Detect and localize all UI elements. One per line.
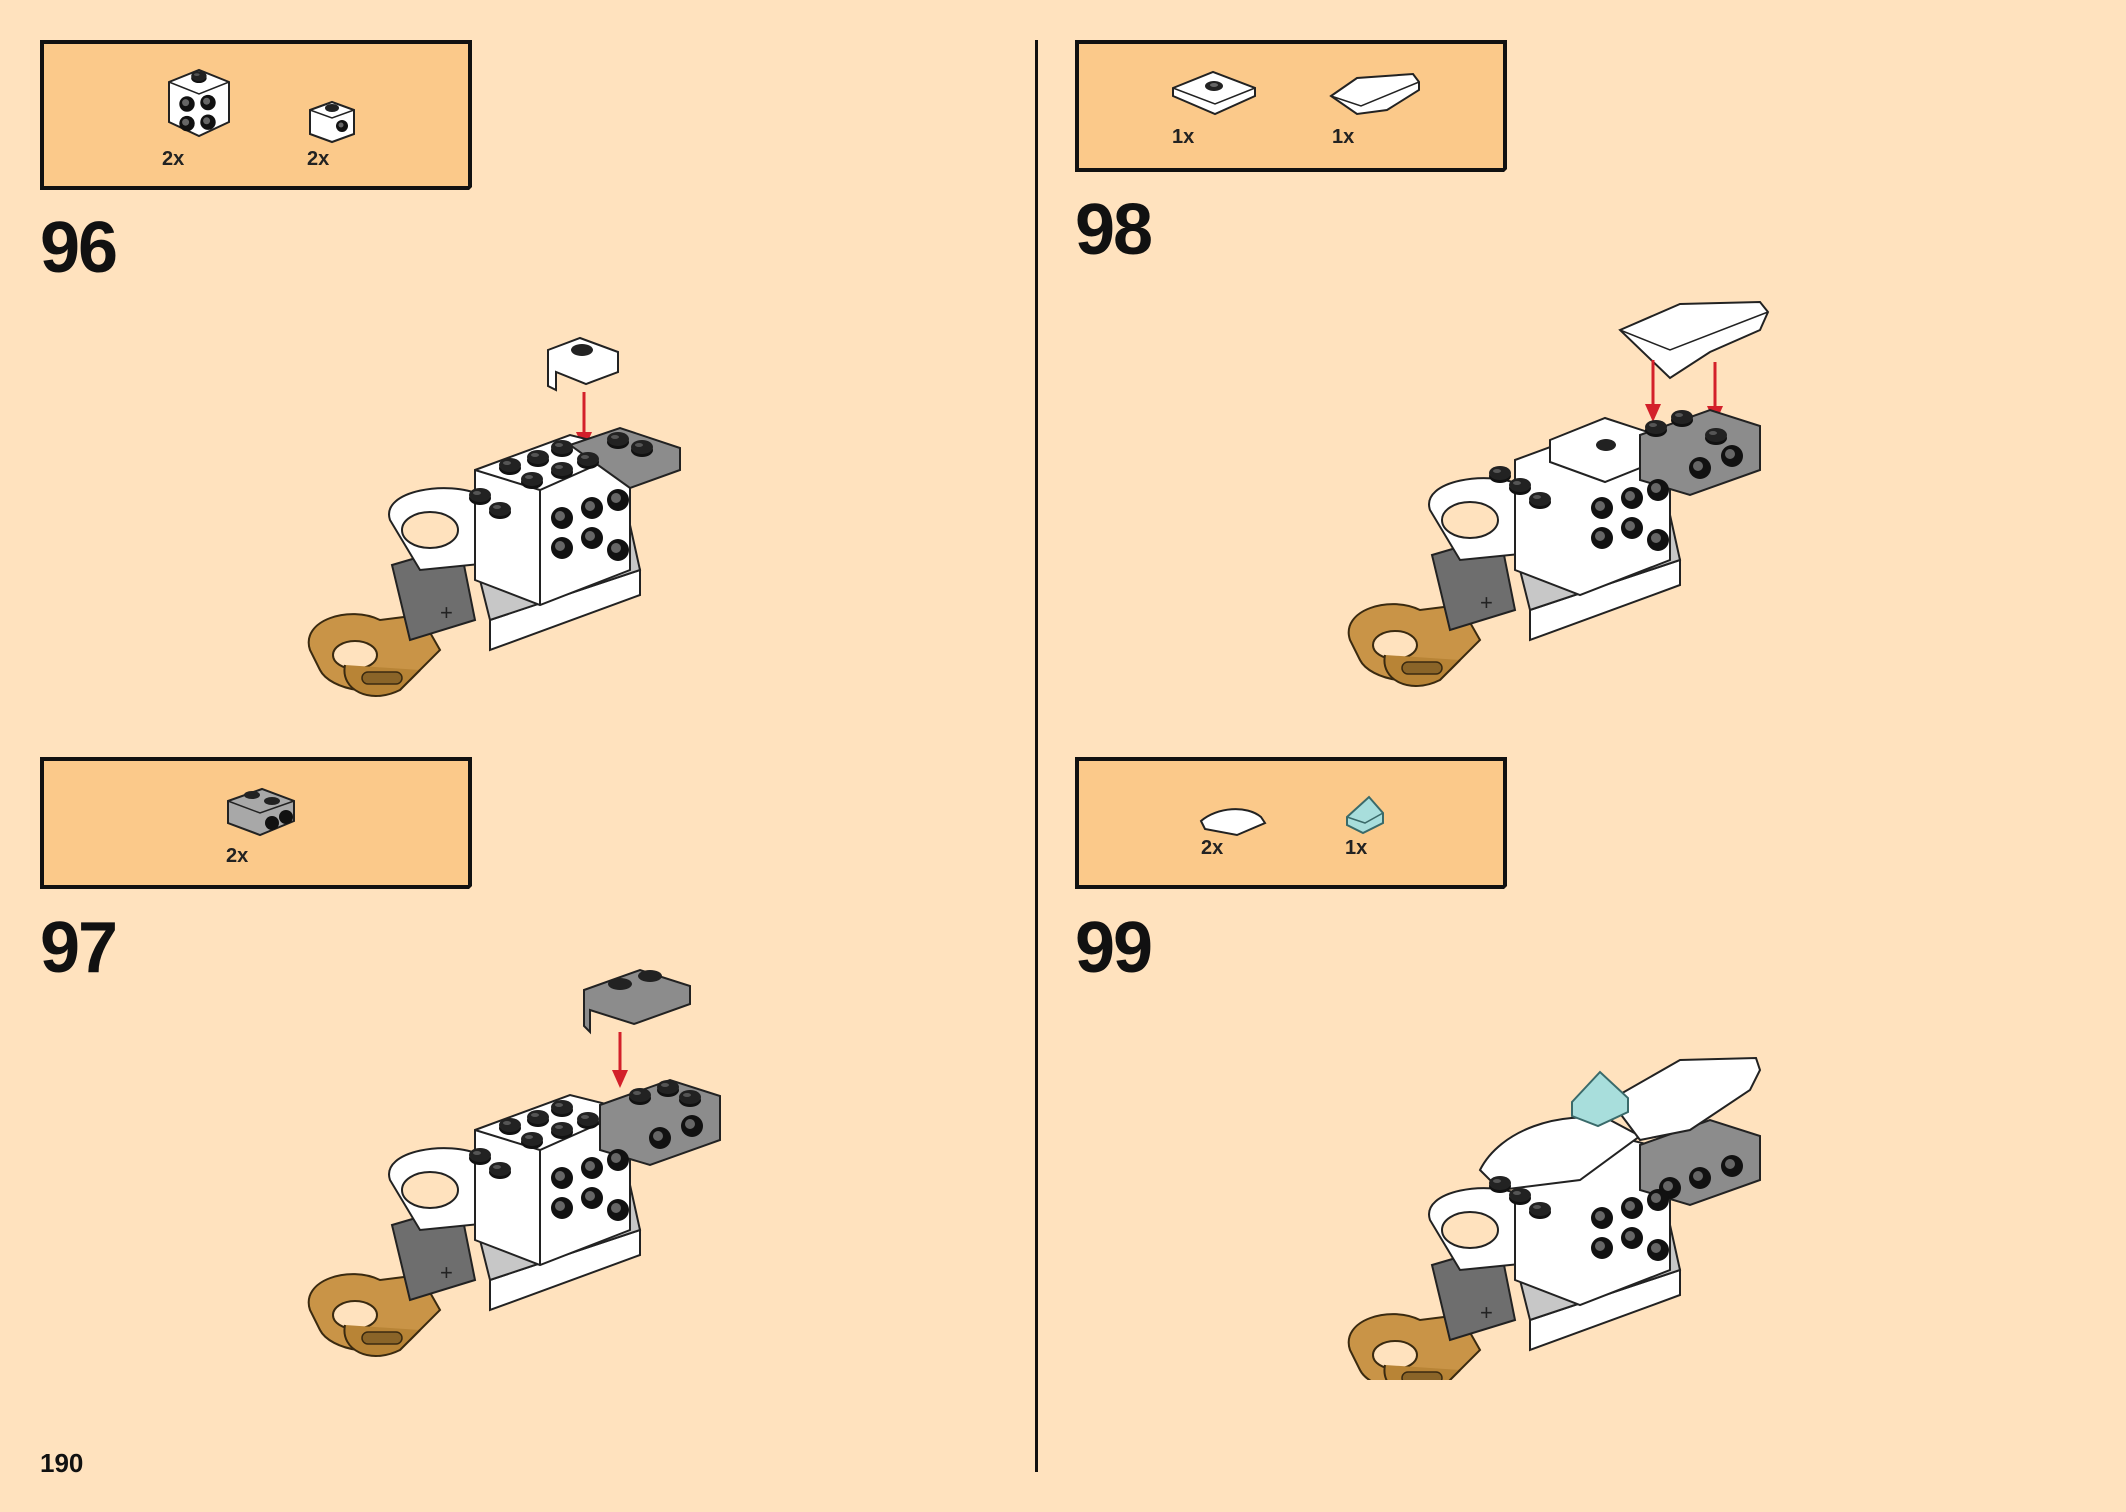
white-tile-2x2-stud-icon — [1169, 66, 1259, 125]
parts-callout-step-96: 2x 2x — [40, 40, 472, 190]
part-qty: 1x — [1345, 837, 1368, 859]
gray-bracket-1x2-icon — [222, 783, 300, 848]
model-illustration-step-96: + — [300, 320, 720, 725]
model-illustration-step-97: + — [300, 960, 740, 1385]
part-qty: 2x — [226, 845, 249, 867]
part-qty: 1x — [1172, 126, 1195, 148]
step-number: 97 — [40, 908, 118, 988]
white-wedge-plate-icon — [1327, 66, 1423, 125]
step-number: 96 — [40, 208, 118, 288]
parts-callout-step-98: 1x 1x — [1075, 40, 1507, 172]
part-qty: 2x — [162, 148, 185, 170]
model-illustration-step-99: + — [1340, 1040, 1780, 1397]
parts-callout-step-99: 2x 1x — [1075, 757, 1507, 889]
model-illustration-step-98: + — [1340, 290, 1780, 725]
step-number: 98 — [1075, 190, 1153, 270]
svg-text:+: + — [440, 600, 453, 625]
part-qty: 2x — [307, 148, 330, 170]
step-number: 99 — [1075, 908, 1153, 988]
svg-text:+: + — [440, 1260, 453, 1285]
parts-callout-step-97: 2x — [40, 757, 472, 889]
svg-text:+: + — [1480, 590, 1493, 615]
page-divider — [1035, 40, 1038, 1472]
trans-light-blue-slope-icon — [1341, 793, 1391, 842]
part-qty: 1x — [1332, 126, 1355, 148]
white-bracket-2x2-icon — [159, 62, 239, 147]
part-qty: 2x — [1201, 837, 1224, 859]
white-curved-slope-icon — [1197, 801, 1269, 846]
white-bracket-1x1-icon — [304, 94, 360, 149]
svg-text:+: + — [1480, 1300, 1493, 1325]
page-number: 190 — [40, 1448, 84, 1478]
